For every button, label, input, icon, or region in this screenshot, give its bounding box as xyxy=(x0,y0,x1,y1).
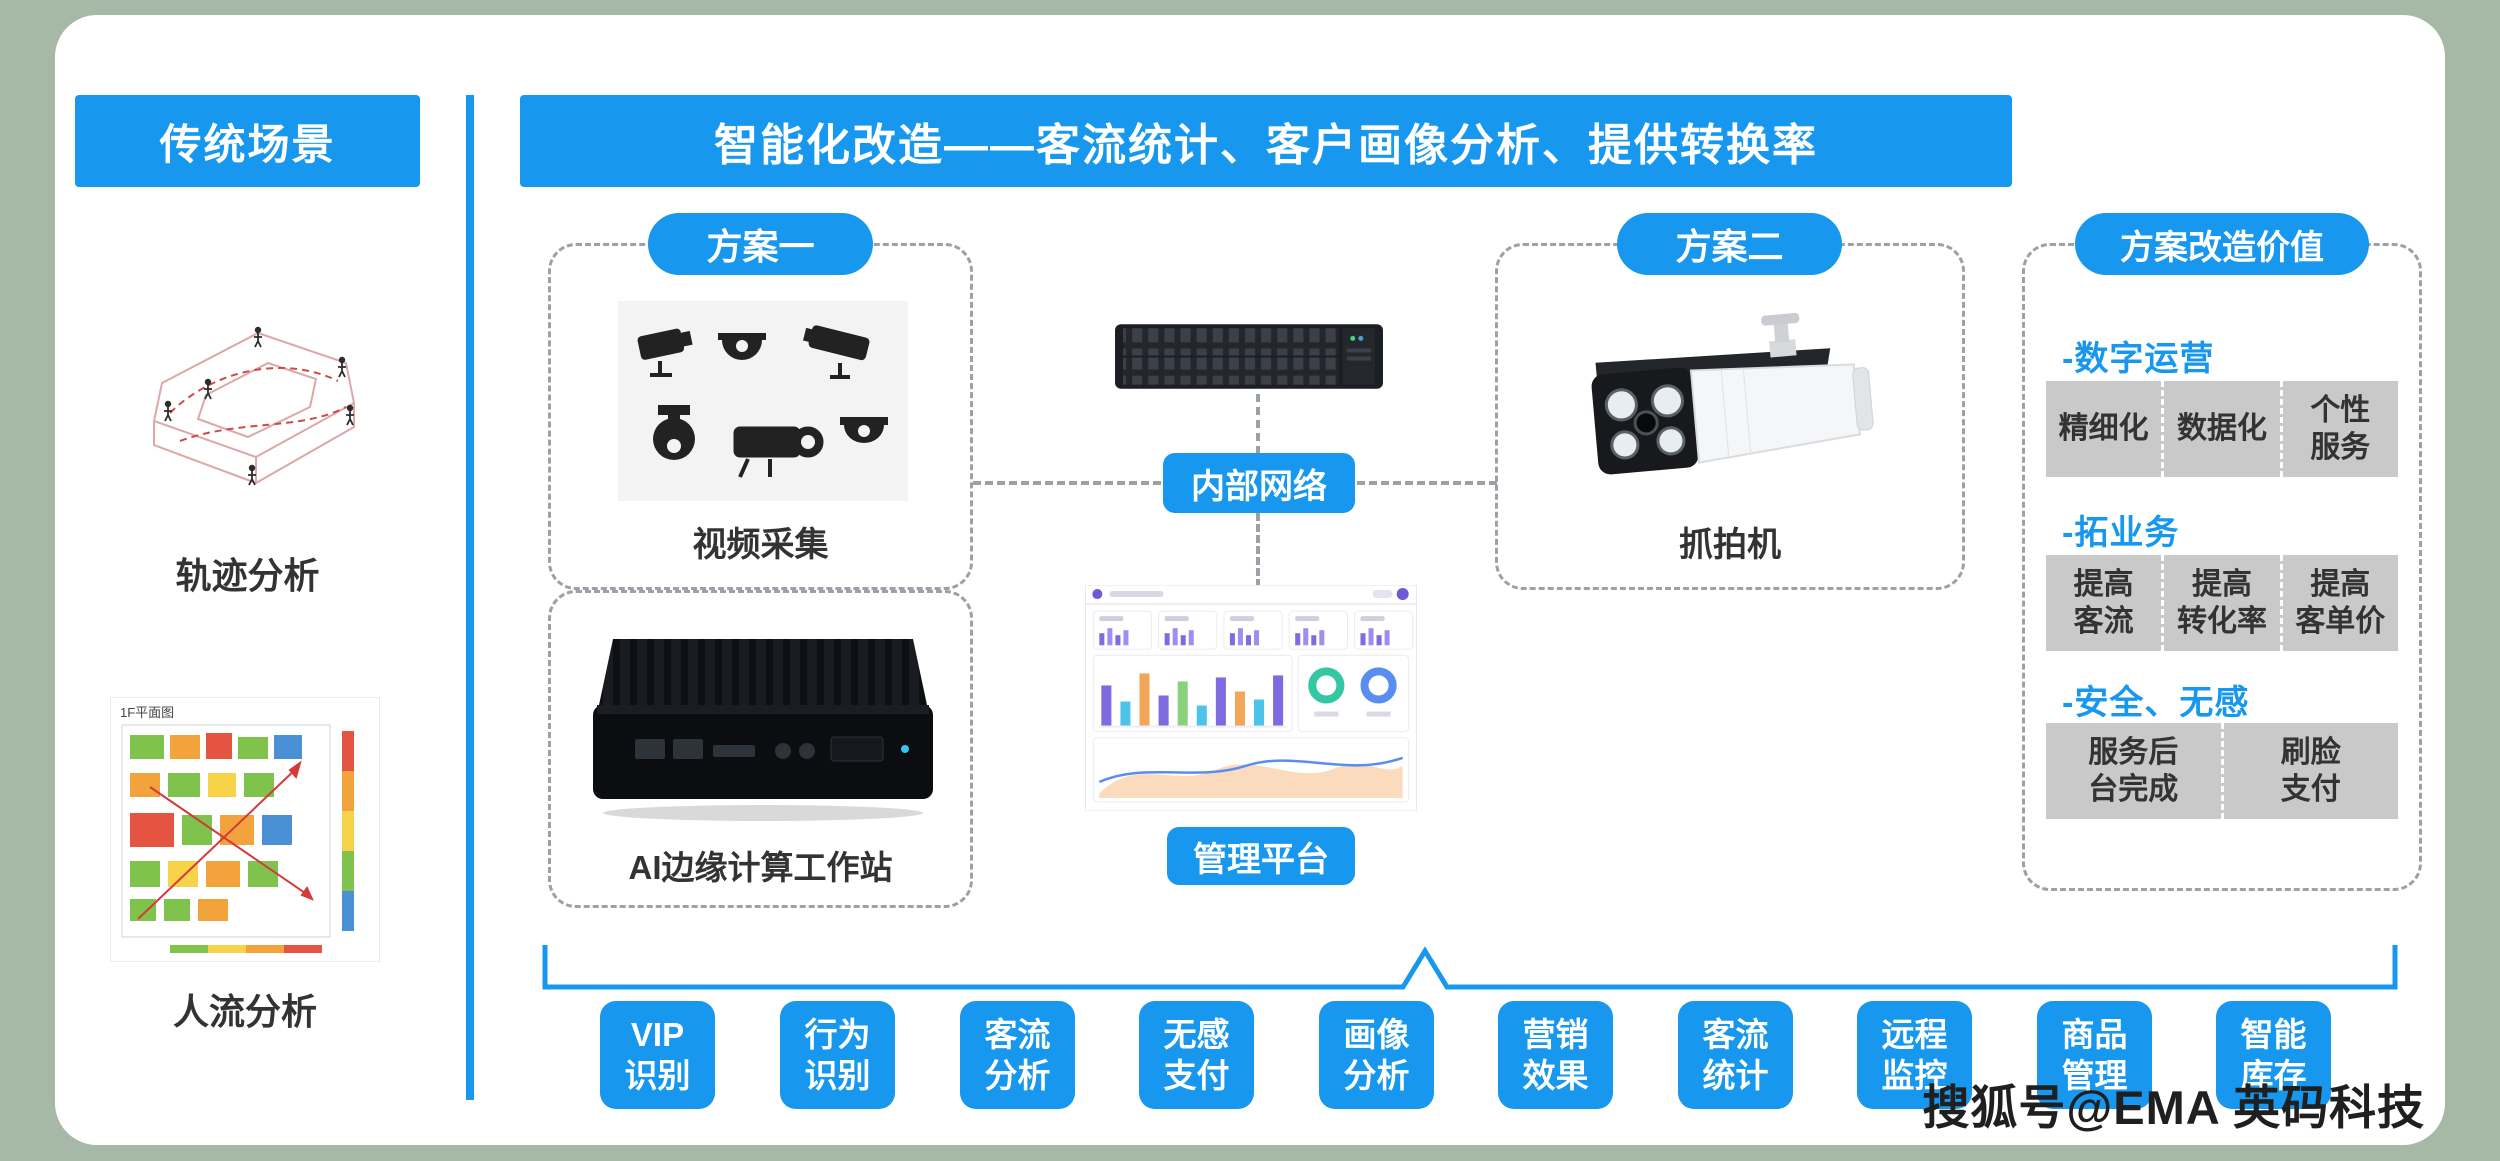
value-item: 提高 客流 xyxy=(2073,567,2134,639)
solution1-edge-box xyxy=(548,590,973,908)
legend-strip xyxy=(170,945,322,953)
platform-badge: 管理平台 xyxy=(1167,827,1355,885)
solution2-badge: 方案二 xyxy=(1617,213,1842,275)
value-item: 服务后 台完成 xyxy=(2088,735,2179,807)
value-section-title-business: -拓业务 xyxy=(2062,514,2180,552)
video-capture-label: 视频采集 xyxy=(692,526,829,564)
content-card: 传统场景 智能化改造——客流统计、客户画像分析、提供转换率 xyxy=(55,15,2445,1145)
feature-chip-portrait: 画像 分析 xyxy=(1319,1001,1434,1109)
feature-chip-remote: 远程 监控 xyxy=(1857,1001,1972,1109)
value-item: 精细化 xyxy=(2058,412,2149,446)
transformation-header: 智能化改造——客流统计、客户画像分析、提供转换率 xyxy=(520,95,2012,187)
box-camera-icon xyxy=(637,328,693,377)
feature-chip-flow-stats: 客流 统计 xyxy=(1678,1001,1793,1109)
value-item: 提高 客单价 xyxy=(2279,555,2398,651)
trajectory-label: 轨迹分析 xyxy=(175,555,320,596)
ptz-camera-icon xyxy=(653,405,695,460)
front-ports xyxy=(635,736,909,762)
person-icons xyxy=(164,326,354,486)
donut-charts xyxy=(1308,667,1397,717)
heat-scale xyxy=(342,731,354,931)
capture-camera-illustration xyxy=(1591,313,1874,475)
value-item: 刷脸 支付 xyxy=(2220,723,2399,819)
feature-chip-flow-analysis: 客流 分析 xyxy=(960,1001,1075,1109)
capture-camera-label: 抓拍机 xyxy=(1679,526,1781,564)
server-illustration xyxy=(1115,324,1383,389)
value-section-title-digital: -数字运营 xyxy=(2062,340,2215,378)
value-item: 个性 服务 xyxy=(2279,381,2398,477)
feature-chip-payment: 无感 支付 xyxy=(1139,1001,1254,1109)
feature-chip-behavior: 行为 识别 xyxy=(780,1001,895,1109)
solution1-badge: 方案一 xyxy=(648,213,873,275)
flow-arrows xyxy=(137,760,314,920)
value-item: 数据化 xyxy=(2161,381,2279,477)
watermark-text: 搜狐号@EMA 英码科技 xyxy=(1922,1081,2425,1134)
feature-chip-goods: 商品 管理 xyxy=(2037,1001,2152,1109)
dashboard-illustration xyxy=(1085,585,1417,811)
edge-workstation-label: AI边缘计算工作站 xyxy=(628,849,893,886)
floorplan-illustration: 1F平面图 xyxy=(110,697,380,962)
bar-chart xyxy=(1099,673,1287,728)
floorplan-tag: 1F平面图 xyxy=(120,705,174,720)
bullet-camera-icon xyxy=(803,325,870,379)
value-item: 提高 转化率 xyxy=(2161,555,2279,651)
traditional-scenario-header: 传统场景 xyxy=(75,95,420,187)
feature-bracket xyxy=(542,945,2398,990)
flow-label: 人流分析 xyxy=(172,991,317,1032)
value-badge: 方案改造价值 xyxy=(2075,213,2369,275)
connector-server-network xyxy=(1256,394,1260,454)
feature-chip-inventory: 智能 库存 xyxy=(2216,1001,2331,1109)
value-section-title-security: -安全、无感 xyxy=(2062,684,2250,722)
connector-network-platform xyxy=(1256,513,1260,587)
value-items-business: 提高 客流 提高 转化率 提高 客单价 xyxy=(2046,555,2398,651)
feature-chip-marketing: 营销 效果 xyxy=(1498,1001,1613,1109)
dome-camera-icon xyxy=(718,333,766,360)
network-badge: 内部网络 xyxy=(1163,453,1355,513)
edge-workstation-illustration xyxy=(593,639,933,821)
trajectory-illustration xyxy=(110,295,385,535)
value-items-digital: 精细化 数据化 个性 服务 xyxy=(2046,381,2398,477)
big-bullet-camera-icon xyxy=(733,426,824,478)
value-items-security: 服务后 台完成 刷脸 支付 xyxy=(2046,723,2398,819)
small-dome-icon xyxy=(840,417,888,443)
camera-icons-illustration xyxy=(618,301,908,501)
feature-chip-vip: VIP 识别 xyxy=(600,1001,715,1109)
vertical-divider xyxy=(466,95,474,1100)
